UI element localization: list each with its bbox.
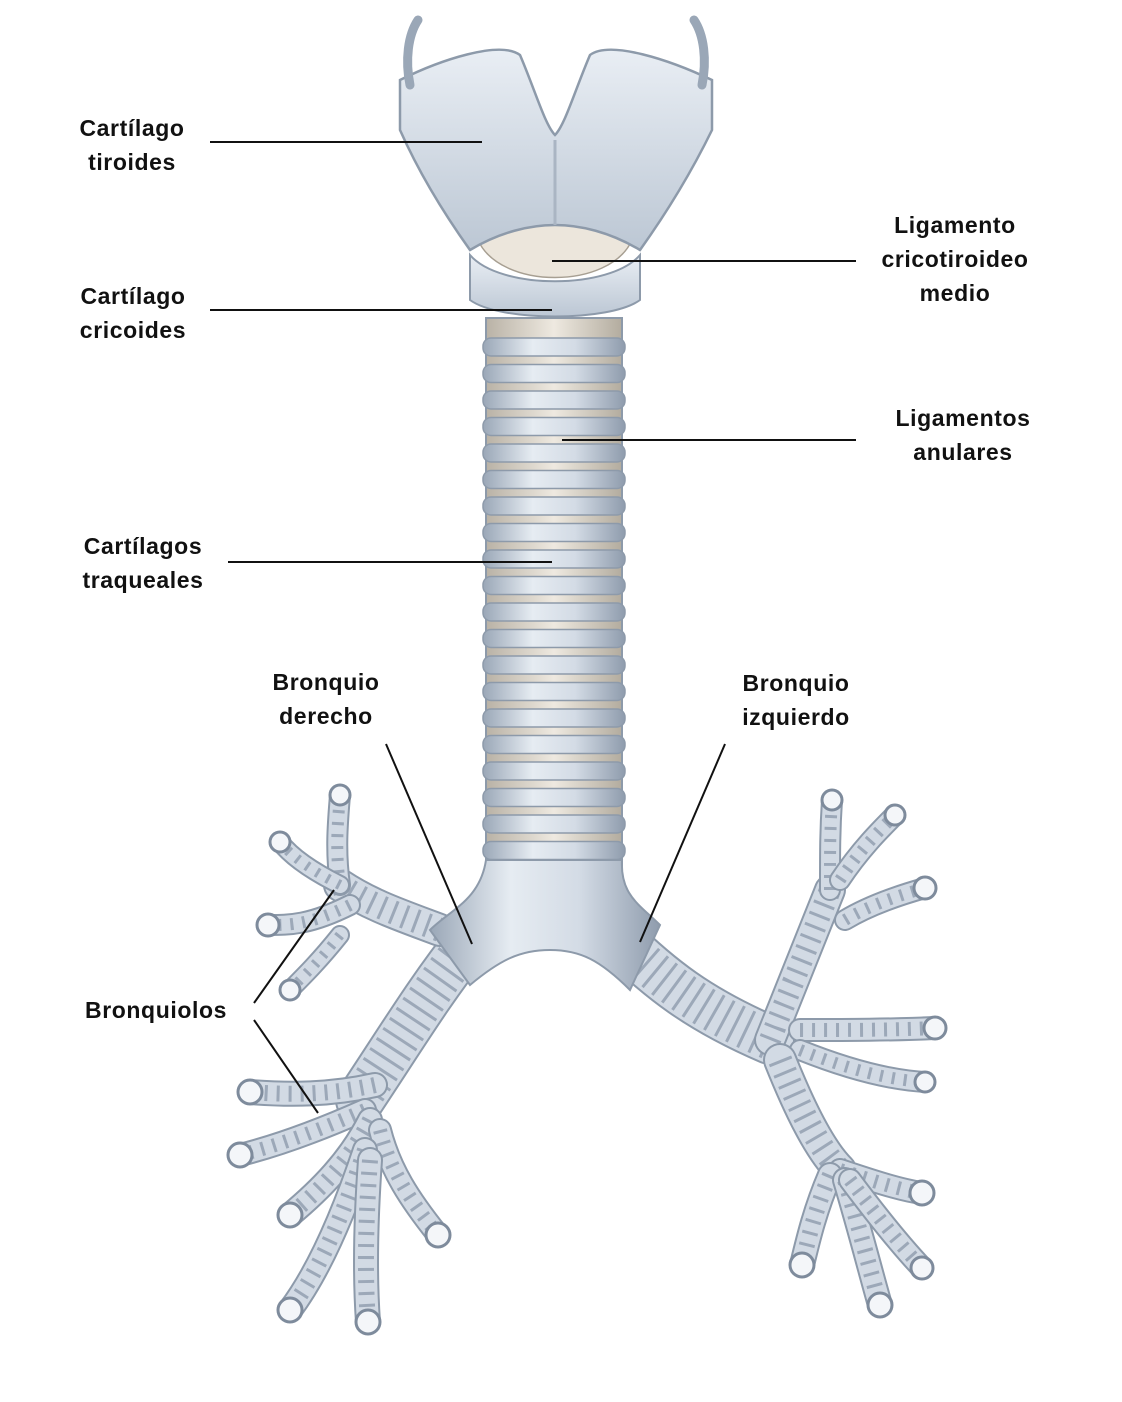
tracheal-ring (482, 628, 626, 649)
label-cricoid-cartilage: Cartílago cricoides (62, 279, 204, 347)
tracheal-ring (482, 337, 626, 357)
label-annular-ligaments: Ligamentos anulares (876, 401, 1050, 469)
bronchiole-opening (909, 1255, 935, 1281)
tracheal-ring (482, 443, 626, 463)
bronchiole-opening (268, 830, 292, 854)
label-line: traqueales (82, 567, 204, 593)
leader-bronchioles-lower (253, 1019, 319, 1114)
label-line: Bronquio (272, 669, 380, 695)
label-line: Cartílagos (83, 533, 203, 559)
tracheal-ring (482, 363, 626, 384)
superior-horn-left (403, 15, 423, 90)
label-line: cricoides (79, 317, 187, 343)
tracheal-ring (482, 602, 626, 622)
label-line: Cartílago (80, 283, 186, 309)
bronchiole-opening (913, 1070, 937, 1094)
bronchiole (790, 1018, 945, 1040)
bronchiole (354, 1149, 381, 1333)
bronchiole-opening (820, 788, 844, 812)
tracheal-ring (482, 390, 626, 410)
tracheal-ring (482, 575, 626, 596)
bronchiole-opening (236, 1078, 264, 1106)
trachea (482, 317, 626, 879)
bronchiole (791, 1041, 934, 1091)
label-line: Bronquiolos (84, 997, 228, 1023)
tracheal-ring (482, 787, 626, 808)
bronchiole-opening (278, 978, 302, 1002)
bronchiole-opening (922, 1015, 948, 1041)
label-thyroid-cartilage: Cartílago tiroides (62, 111, 202, 179)
label-line: Bronquio (742, 670, 850, 696)
bronchiole-opening (226, 1141, 254, 1169)
tracheal-ring (482, 496, 626, 516)
bronchiole-opening (912, 875, 938, 901)
tracheal-ring (482, 522, 626, 543)
carina (428, 859, 662, 992)
leader-lines (210, 141, 856, 1114)
tracheal-ring (482, 549, 626, 569)
bronchiole-rings (373, 1128, 444, 1240)
tracheal-ring (482, 681, 626, 702)
label-left-bronchus: Bronquio izquierdo (720, 666, 872, 734)
bronchiole-rings (331, 794, 346, 886)
label-line: izquierdo (742, 704, 850, 730)
left-lower-branch-rings (768, 1055, 849, 1179)
tracheal-ring (482, 416, 626, 437)
label-line: medio (919, 280, 991, 306)
bronchiole-opening (328, 783, 352, 807)
bronchiole-rings (835, 810, 900, 884)
bronchiole-opening (908, 1179, 936, 1207)
tracheal-ring (482, 655, 626, 675)
superior-horn-right (689, 15, 709, 90)
bronchiole-opening (276, 1201, 304, 1229)
bronchiole-rings (283, 1147, 373, 1315)
label-right-bronchus: Bronquio derecho (250, 665, 402, 733)
label-line: Cartílago (79, 115, 185, 141)
leader-bronchioles-upper (253, 889, 335, 1004)
bronchiole-opening (276, 1296, 304, 1324)
leader-left-bronchus (639, 743, 726, 943)
cricoid-cartilage (469, 252, 641, 318)
bronchiole-opening (255, 912, 281, 938)
bronchiole-opening (788, 1251, 816, 1279)
label-line: derecho (279, 703, 373, 729)
tracheal-ring (482, 814, 626, 834)
bronchiole-rings (267, 899, 353, 931)
label-line: anulares (913, 439, 1013, 465)
bronchiole-opening (424, 1221, 452, 1249)
leader-right-bronchus (385, 743, 473, 945)
bronchiole-rings (799, 1021, 936, 1037)
label-bronchioles: Bronquiolos (64, 993, 248, 1027)
tracheal-rings (482, 337, 626, 861)
tracheal-ring (482, 761, 626, 781)
tracheal-ring (482, 469, 626, 490)
bronchiole (230, 1100, 375, 1165)
label-median-cricothyroid-ligament: Ligamento cricotiroideo medio (862, 208, 1048, 310)
tracheal-ring (482, 840, 626, 861)
bronchiole-opening (354, 1308, 382, 1336)
tracheal-ring (482, 708, 626, 728)
tracheal-ring (482, 734, 626, 755)
bronchiole-rings (284, 1116, 378, 1222)
left-upper-branch (756, 876, 844, 1054)
label-line: Ligamento (894, 212, 1016, 238)
bronchiole-rings (824, 799, 838, 891)
label-line: cricotiroideo (881, 246, 1029, 272)
bronchiole-opening (866, 1291, 894, 1319)
label-line: tiroides (88, 149, 176, 175)
label-tracheal-cartilages: Cartílagos traqueales (62, 529, 224, 597)
bronchiole-opening (883, 803, 907, 827)
right-upper-branch-rings (333, 874, 445, 942)
label-line: Ligamentos (895, 405, 1031, 431)
